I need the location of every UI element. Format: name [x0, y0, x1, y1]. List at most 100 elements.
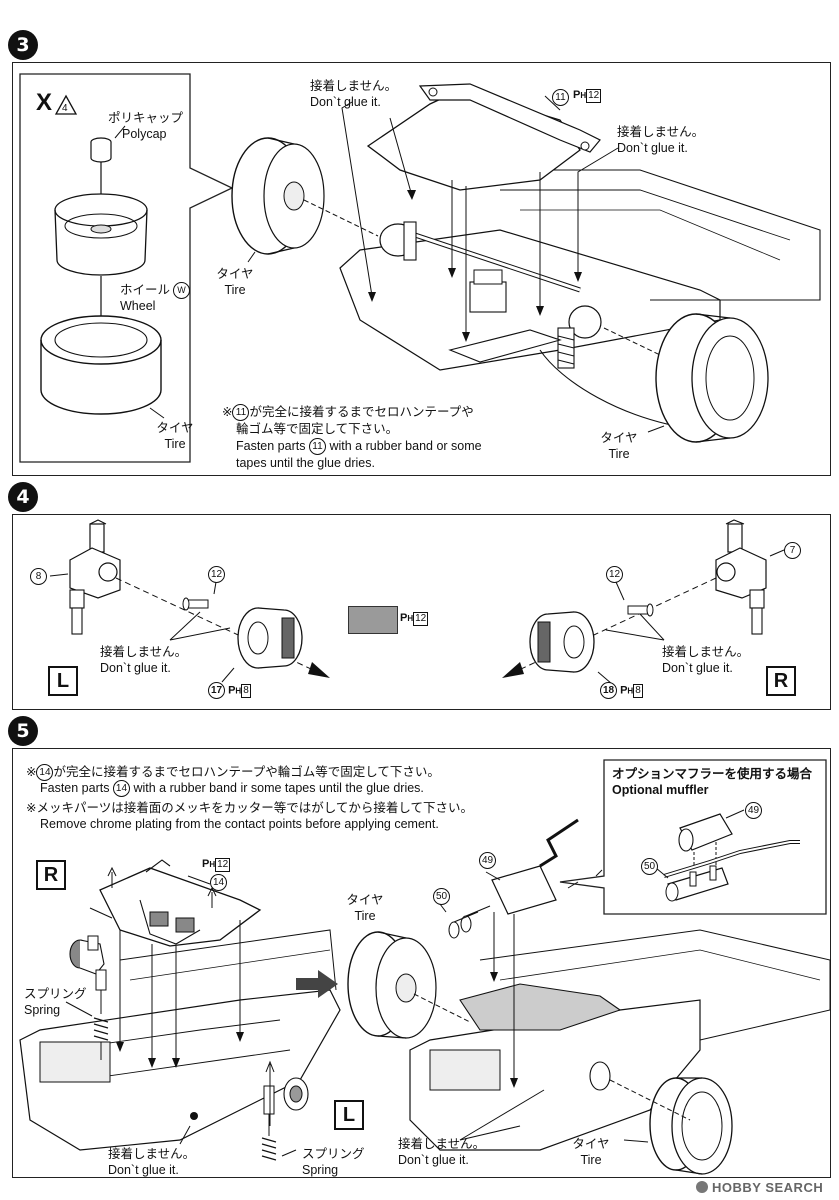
- ph-code-18: 8: [633, 684, 643, 699]
- ph-code: 12: [586, 89, 602, 103]
- step-4-right-side-badge: R: [766, 666, 796, 696]
- ph-prefix: P: [620, 684, 628, 697]
- step-5-dont-glue-right-jp: 接着しません。: [398, 1137, 486, 1151]
- part-12-left-callout: 12: [208, 566, 225, 583]
- dont-glue-top-jp: 接着しません。: [310, 79, 398, 93]
- optional-muffler-title-jp: オプションマフラーを使用する場合: [612, 767, 813, 781]
- wheel-label-jp: ホイール: [120, 283, 171, 297]
- spring-left-jp: スプリング: [302, 1147, 365, 1161]
- right-tire-label-en: Tire: [608, 447, 630, 461]
- step-3-inset-frame: [19, 73, 234, 463]
- part-50-callout: 50: [433, 888, 450, 905]
- part-14-inline-en: 14: [112, 780, 130, 798]
- part-14-inline: 14: [36, 764, 54, 782]
- step-5-right-side-badge: R: [36, 860, 66, 890]
- step-5-badge: 5: [8, 716, 38, 746]
- part-14-callout: 14: [210, 874, 227, 891]
- note-mark: ※: [222, 405, 233, 419]
- triangle-count-icon: [54, 94, 78, 115]
- spring-left-en: Spring: [302, 1163, 339, 1177]
- part-11-inline: 11: [232, 404, 250, 422]
- step-4-drawing: [49, 519, 785, 685]
- left-tire-label-jp: タイヤ: [216, 267, 254, 281]
- part-11-callout: 11: [552, 89, 569, 106]
- spring-right-en: Spring: [24, 1003, 61, 1017]
- step-5-tire-right-en: Tire: [580, 1153, 602, 1167]
- step-5-dont-glue-left-en: Don`t glue it.: [108, 1163, 179, 1177]
- step-3-note-jp-2: 輪ゴム等で固定して下さい。: [236, 422, 399, 436]
- swatch-ph-code: 12: [413, 612, 429, 626]
- step-4-dont-glue-right-en: Don`t glue it.: [662, 661, 733, 675]
- part-11-inline-en: 11: [308, 438, 326, 456]
- note1-jp-text: が完全に接着するまでセロハンテープや輪ゴム等で固定して下さい。: [53, 765, 440, 779]
- step-5-tire-right-jp: タイヤ: [572, 1137, 610, 1151]
- wheel-code-badge: W: [173, 282, 190, 299]
- paint-swatch: [348, 606, 398, 634]
- note1-mark: ※: [26, 765, 37, 779]
- step-3-chassis-drawing: [231, 83, 821, 443]
- step-5-dont-glue-right-en: Don`t glue it.: [398, 1153, 469, 1167]
- ph-sub: H: [580, 91, 587, 100]
- part-18-callout: 18: [600, 682, 617, 699]
- part-12-right-callout: 12: [606, 566, 623, 583]
- optional-part-50: 50: [641, 858, 658, 875]
- ph-prefix: P: [228, 684, 236, 697]
- inset-wheel-assembly-drawing: [54, 125, 148, 276]
- note-en-before: Fasten parts: [236, 439, 306, 453]
- inset-tire-label-en: Tire: [164, 437, 186, 451]
- part-17-callout: 17: [208, 682, 225, 699]
- ph-sub: H: [627, 686, 634, 696]
- note-en-after: with a rubber band or some: [329, 439, 482, 453]
- step-5-note-2-en: Remove chrome plating from the contact p…: [40, 817, 439, 831]
- ph-prefix: P: [400, 612, 408, 624]
- ph-prefix: P: [202, 858, 210, 870]
- dont-glue-right-en: Don`t glue it.: [617, 141, 688, 155]
- polycap-label-jp: ポリキャップ: [108, 111, 184, 125]
- wheel-label-en: Wheel: [120, 299, 156, 313]
- step-4-dont-glue-right-jp: 接着しません。: [662, 645, 750, 659]
- step-5-ph-code: 12: [215, 858, 231, 872]
- optional-muffler-title-en: Optional muffler: [612, 783, 709, 797]
- step-5-note-1-en: Fasten parts 14 with a rubber band ir so…: [40, 780, 424, 798]
- inset-mark: X: [36, 89, 53, 116]
- polycap-label-en: Polycap: [122, 127, 167, 141]
- step-5-tire-left-jp: タイヤ: [346, 893, 384, 907]
- step-5-left-side-badge: L: [334, 1100, 364, 1130]
- step-4-dont-glue-left-jp: 接着しません。: [100, 645, 188, 659]
- step-5-tire-left-en: Tire: [354, 909, 376, 923]
- part-7-callout: 7: [784, 542, 801, 559]
- note1-en-before: Fasten parts: [40, 781, 110, 795]
- step-5-note-2-jp: ※メッキパーツは接着面のメッキをカッター等ではがしてから接着して下さい。: [26, 801, 473, 815]
- part-8-callout: 8: [30, 568, 47, 585]
- ph-sub: H: [209, 860, 216, 869]
- step-3-badge: 3: [8, 30, 38, 60]
- ph-code-17: 8: [241, 684, 251, 699]
- note-jp-text: が完全に接着するまでセロハンテープや: [249, 405, 474, 419]
- left-tire-label-en: Tire: [224, 283, 246, 297]
- step-3-note-en-1: Fasten parts 11 with a rubber band or so…: [236, 438, 482, 456]
- inset-tire-drawing: [40, 276, 165, 419]
- step-4-left-side-badge: L: [48, 666, 78, 696]
- inset-count: 4: [62, 103, 68, 114]
- step-4-dont-glue-left-en: Don`t glue it.: [100, 661, 171, 675]
- dont-glue-right-jp: 接着しません。: [617, 125, 705, 139]
- part-49-callout: 49: [479, 852, 496, 869]
- optional-muffler-frame: [559, 759, 827, 915]
- step-5-dont-glue-left-jp: 接着しません。: [108, 1147, 196, 1161]
- optional-part-49: 49: [745, 802, 762, 819]
- watermark: HOBBY SEARCH: [712, 1180, 824, 1195]
- right-tire-label-jp: タイヤ: [600, 431, 638, 445]
- step-4-badge: 4: [8, 482, 38, 512]
- step-3-note-en-2: tapes until the glue dries.: [236, 456, 375, 470]
- inset-tire-label-jp: タイヤ: [156, 421, 194, 435]
- spring-right-jp: スプリング: [24, 987, 87, 1001]
- ph-sub: H: [235, 686, 242, 696]
